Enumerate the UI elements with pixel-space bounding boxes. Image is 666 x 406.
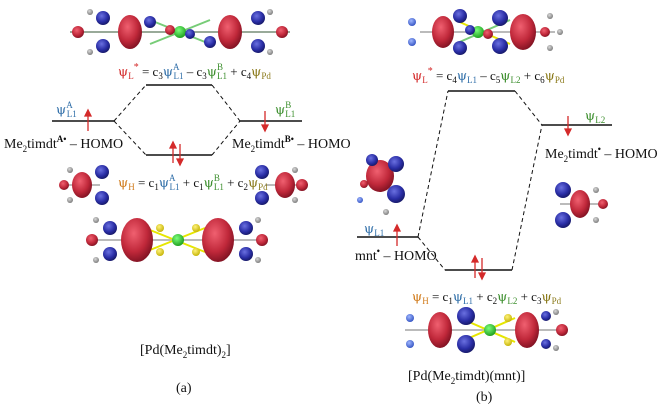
right-homo-label-a: Me2timdtB• – HOMO bbox=[232, 134, 351, 154]
fragment-orbital-a-left bbox=[59, 165, 109, 205]
left-homo-label-a: Me2timdtA• – HOMO bbox=[4, 134, 123, 154]
complex-label-a: [Pd(Me2timdt)2] bbox=[140, 343, 231, 360]
molecule-a-top bbox=[70, 9, 290, 55]
correlation-lines-b bbox=[417, 90, 543, 271]
molecule-a-bottom bbox=[86, 217, 268, 263]
panel-b: ψL* = c4ψL1 – c5ψL2 + c6ψPd ψL1 ψL2 bbox=[355, 9, 658, 405]
fragment-orbital-b-left bbox=[357, 154, 405, 215]
electron-arrows-b bbox=[392, 116, 573, 281]
panel-label-a: (a) bbox=[176, 381, 192, 396]
molecule-b-top bbox=[408, 9, 563, 55]
electron-arrows-a bbox=[83, 108, 270, 167]
psi-lstar-equation-b: ψL* = c4ψL1 – c5ψL2 + c6ψPd bbox=[412, 66, 565, 85]
complex-label-b: [Pd(Me2timdt)(mnt)] bbox=[408, 369, 525, 386]
psi-h-equation-b: ψH = c1ψL1 + c2ψL2 + c3ψPd bbox=[412, 289, 562, 306]
left-homo-label-b: mnt• – HOMO bbox=[355, 246, 437, 264]
correlation-lines-a bbox=[113, 84, 241, 156]
right-homo-label-b: Me2timdt• – HOMO bbox=[545, 144, 658, 164]
fragment-orbital-a-right bbox=[255, 165, 308, 205]
psi-l1-label-b: ψL1 bbox=[364, 222, 384, 238]
psi-l2-label-b: ψL2 bbox=[585, 109, 605, 125]
molecule-b-bottom bbox=[405, 307, 568, 353]
panel-label-b: (b) bbox=[476, 390, 493, 405]
fragment-orbital-b-right bbox=[555, 182, 608, 228]
